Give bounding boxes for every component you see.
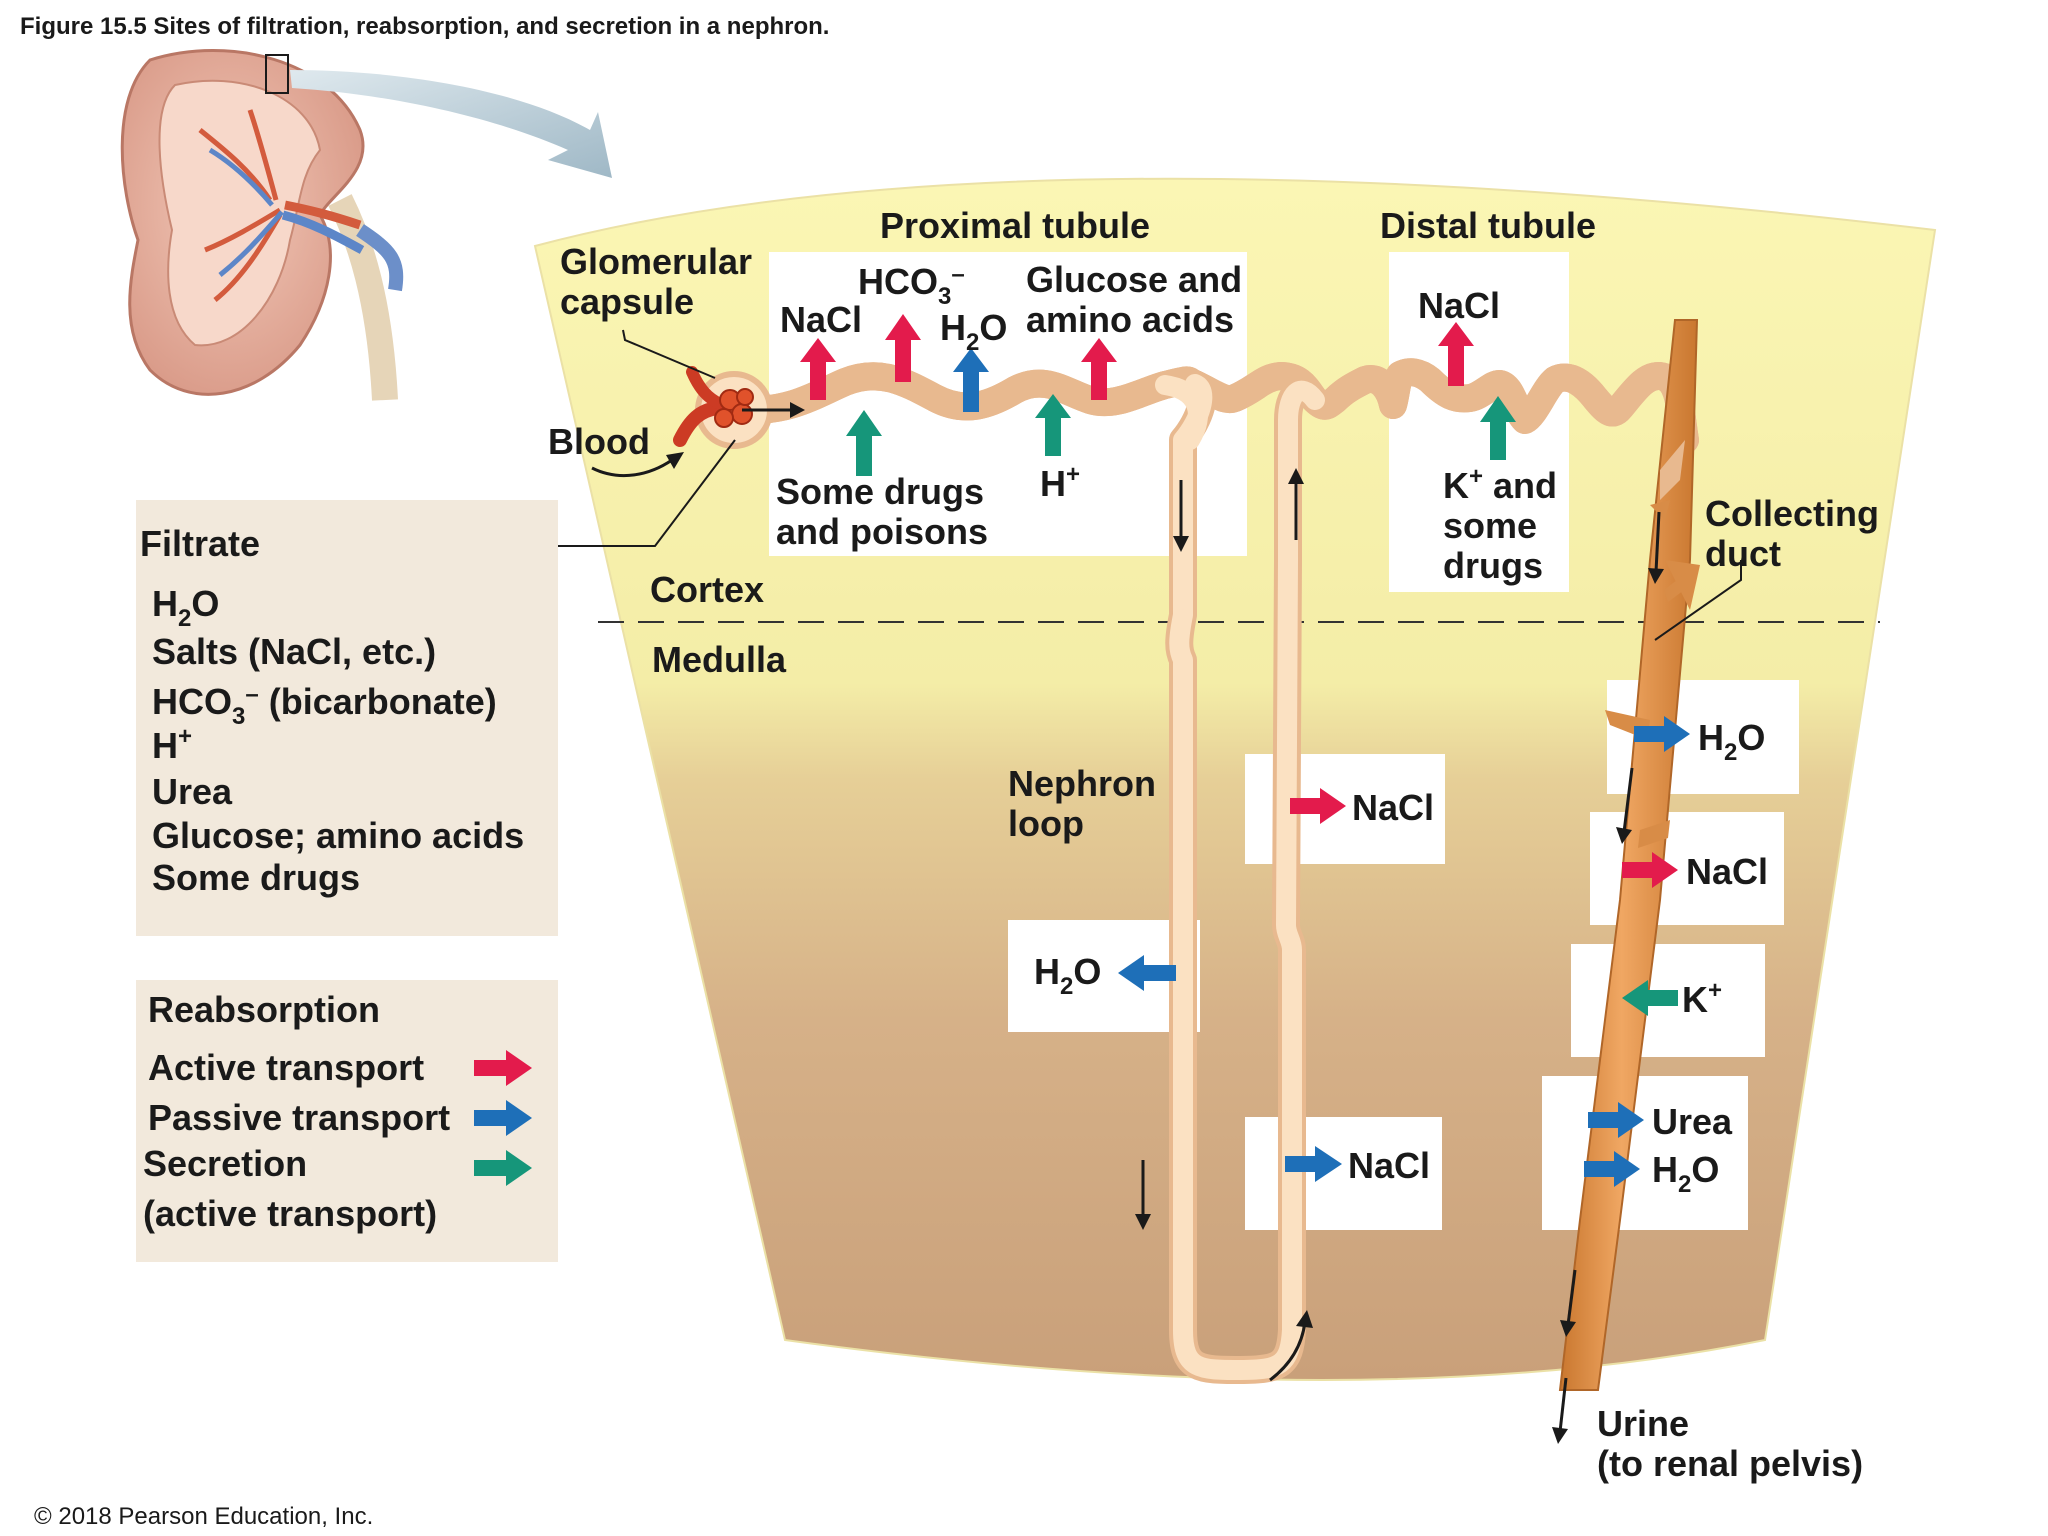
distal-tubule-label: Distal tubule [1380, 205, 1596, 246]
proximal-tubule-label: Proximal tubule [880, 205, 1150, 246]
loop-nacl-lower-label: NaCl [1348, 1145, 1430, 1186]
filtrate-item-h2o: H2O [152, 583, 219, 632]
distal-nacl-label: NaCl [1418, 285, 1500, 326]
legend-active-label: Active transport [148, 1047, 424, 1088]
legend-passive-label: Passive transport [148, 1097, 450, 1138]
filtrate-item-h-plus: H+ [152, 723, 192, 766]
filtrate-item-drugs: Some drugs [152, 857, 360, 898]
active-arrow-prox-nacl [800, 338, 836, 400]
kidney-illustration [120, 49, 612, 401]
active-arrow-distal-nacl [1438, 322, 1474, 386]
passive-arrow-loop-h2o [1118, 955, 1176, 991]
secretion-arrow-prox-h [1035, 394, 1071, 456]
distal-k-label-line2: some [1443, 505, 1537, 546]
transport-arrows [800, 314, 1690, 1187]
duct-nacl-label: NaCl [1686, 851, 1768, 892]
blood-label: Blood [548, 421, 650, 462]
medulla-label: Medulla [652, 639, 787, 680]
glomerulus [673, 366, 805, 449]
glomerular-capsule-label-line1: Glomerular [560, 241, 752, 282]
urine-label-line1: Urine [1597, 1403, 1689, 1444]
collecting-duct-label-line1: Collecting [1705, 493, 1879, 534]
passive-arrow-loop-nacl [1285, 1146, 1342, 1182]
copyright: © 2018 Pearson Education, Inc. [34, 1503, 373, 1530]
secretion-arrow-prox-drugs [846, 410, 882, 476]
loop-nacl-upper-label: NaCl [1352, 787, 1434, 828]
flow-arrows [591, 452, 1664, 1444]
prox-nacl-label: NaCl [780, 299, 862, 340]
passive-arrow-duct-urea [1588, 1102, 1644, 1138]
nephron-loop-label-line2: loop [1008, 803, 1084, 844]
zoom-arrow [290, 70, 612, 178]
legend-secretion-label-line1: Secretion [143, 1143, 307, 1184]
distal-k-label-line3: drugs [1443, 545, 1543, 586]
legend-passive-arrow [474, 1100, 532, 1136]
prox-glucose-label-line1: Glucose and [1026, 259, 1242, 300]
urine-label-line2: (to renal pelvis) [1597, 1443, 1863, 1484]
nephron-tubule [730, 372, 1699, 1384]
prox-glucose-label-line2: amino acids [1026, 299, 1234, 340]
duct-urea-label: Urea [1652, 1101, 1733, 1142]
filtrate-item-glucose: Glucose; amino acids [152, 815, 524, 856]
active-arrow-prox-glucose [1081, 338, 1117, 400]
filtrate-item-hco3: HCO3– (bicarbonate) [152, 681, 497, 730]
legend-title: Reabsorption [148, 989, 380, 1030]
collecting-duct-label-line2: duct [1705, 533, 1781, 574]
nephron-loop-label-line1: Nephron [1008, 763, 1156, 804]
active-arrow-duct-nacl [1622, 852, 1678, 888]
legend-active-arrow [474, 1050, 532, 1086]
filtrate-item-salts: Salts (NaCl, etc.) [152, 631, 436, 672]
filtrate-item-urea: Urea [152, 771, 233, 812]
passive-arrow-duct-h2o [1634, 716, 1690, 752]
legend-secretion-label-line2: (active transport) [143, 1193, 437, 1234]
figure-caption: Figure 15.5 Sites of filtration, reabsor… [20, 13, 829, 40]
legend-secretion-arrow [474, 1150, 532, 1186]
secretion-arrow-duct-k [1622, 980, 1678, 1016]
passive-arrow-duct-h2o-lower [1584, 1151, 1640, 1187]
passive-arrow-prox-h2o [953, 348, 989, 412]
cortex-label: Cortex [650, 569, 764, 610]
active-arrow-prox-hco3 [885, 314, 921, 382]
prox-drugs-label-line1: Some drugs [776, 471, 984, 512]
prox-drugs-label-line2: and poisons [776, 511, 988, 552]
distal-k-label-line1: K+ and [1443, 463, 1557, 506]
filtrate-panel: Filtrate H2O Salts (NaCl, etc.) HCO3– (b… [136, 500, 558, 936]
legend-panel: Reabsorption Active transport Passive tr… [136, 980, 558, 1262]
filtrate-title: Filtrate [140, 523, 260, 564]
glomerular-capsule-label-line2: capsule [560, 281, 694, 322]
secretion-arrow-distal-k [1480, 396, 1516, 460]
active-arrow-loop-nacl [1290, 788, 1346, 824]
